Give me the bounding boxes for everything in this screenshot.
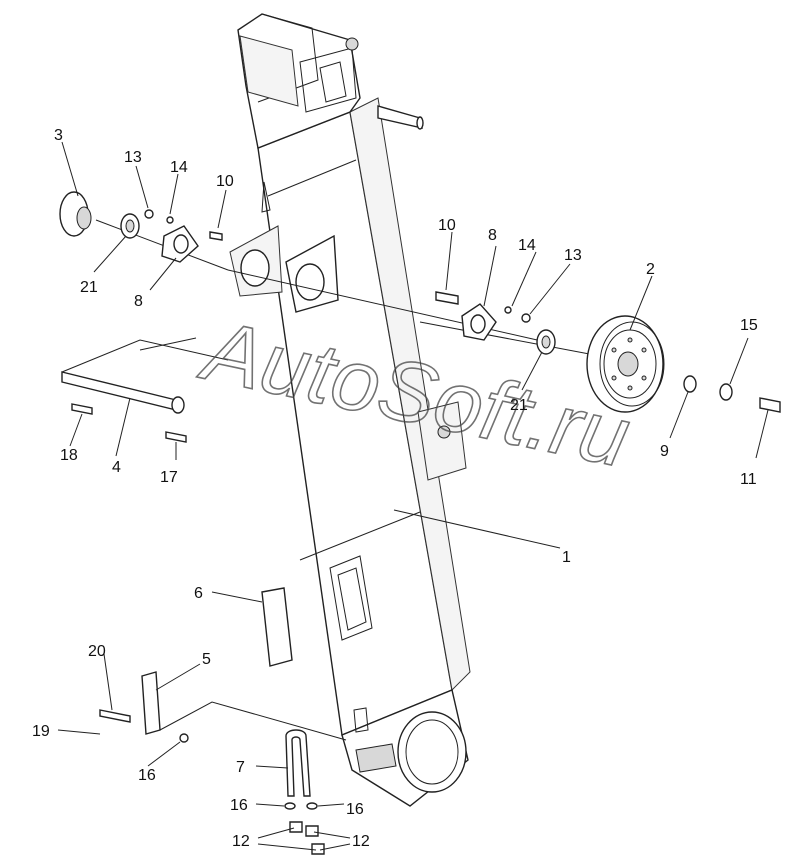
label-2: 2 — [646, 261, 655, 278]
label-16-right: 16 — [346, 801, 364, 818]
u-bolt-assembly — [284, 729, 325, 855]
label-12-right: 12 — [352, 833, 370, 850]
label-11: 11 — [740, 471, 757, 488]
label-8-right: 8 — [488, 227, 497, 244]
label-3: 3 — [54, 127, 63, 144]
plate-part-6 — [261, 587, 293, 667]
leader-lines — [57, 141, 769, 851]
label-17: 17 — [160, 469, 178, 486]
label-4: 4 — [112, 459, 121, 476]
label-18: 18 — [60, 447, 78, 464]
part-labels: 3 13 14 10 21 8 10 8 14 13 2 15 21 9 11 … — [32, 127, 758, 850]
label-19: 19 — [32, 723, 50, 740]
label-1: 1 — [562, 549, 571, 566]
bracket-assembly — [99, 671, 347, 743]
label-21-left: 21 — [80, 279, 98, 296]
shaft-lines — [95, 219, 601, 357]
label-13-left: 13 — [124, 149, 142, 166]
label-20: 20 — [88, 643, 106, 660]
label-16-bracket: 16 — [138, 767, 156, 784]
pulley-assembly — [586, 315, 781, 413]
main-beam — [229, 13, 471, 807]
label-8-left: 8 — [134, 293, 143, 310]
right-hub-assembly — [435, 291, 556, 355]
label-7: 7 — [236, 759, 245, 776]
label-15: 15 — [740, 317, 758, 334]
label-9: 9 — [660, 443, 669, 460]
label-6: 6 — [194, 585, 203, 602]
label-21-right: 21 — [510, 397, 528, 414]
label-16-left: 16 — [230, 797, 248, 814]
label-12-left: 12 — [232, 833, 250, 850]
label-13-right: 13 — [564, 247, 582, 264]
rod-assembly — [61, 337, 229, 443]
left-hub-assembly — [59, 191, 223, 263]
label-14-left: 14 — [170, 159, 188, 176]
label-5: 5 — [202, 651, 211, 668]
label-10-right: 10 — [438, 217, 456, 234]
label-14-right: 14 — [518, 237, 536, 254]
label-10-left: 10 — [216, 173, 234, 190]
